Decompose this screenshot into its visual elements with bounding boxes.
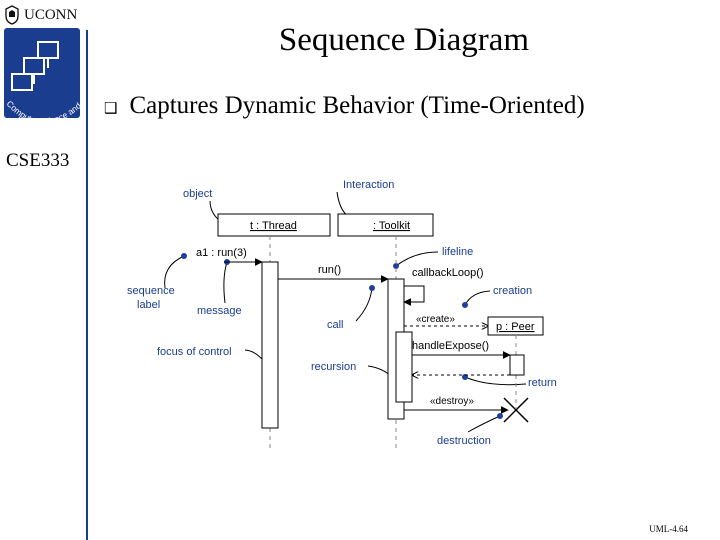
hollow-square-bullet-icon: ❑ [104, 99, 118, 117]
brand: UCONN [4, 4, 77, 26]
object-label-toolkit: : Toolkit [373, 220, 410, 232]
leader-message [223, 261, 228, 304]
message-create-label: «create» [416, 314, 455, 325]
cse-department-logo: Computer Science and Engineering [0, 28, 83, 126]
message-callback-label: callbackLoop() [412, 267, 484, 279]
dot-destruction [497, 413, 503, 419]
dot-call [369, 285, 375, 291]
callout-call: call [327, 319, 344, 331]
callout-recursion: recursion [311, 361, 356, 373]
slide-title: Sequence Diagram [278, 22, 530, 58]
message-run-label: run() [318, 264, 341, 276]
activation-toolkit-recursion [395, 331, 413, 403]
dot-sequence-label [181, 253, 187, 259]
network-squares-icon [11, 41, 59, 91]
leader-return [464, 376, 527, 386]
object-box-toolkit [337, 213, 434, 237]
bullet-text: Captures Dynamic Behavior (Time-Oriented… [129, 92, 585, 119]
sidebar-stripe [86, 30, 88, 540]
leader-destruction [467, 415, 501, 433]
brand-name: UCONN [24, 6, 78, 23]
message-handle-label: handleExpose() [412, 340, 489, 352]
dot-creation [462, 302, 468, 308]
callout-lifeline: lifeline [442, 246, 473, 258]
callout-destruction: destruction [437, 435, 491, 447]
leader-creation [464, 290, 491, 306]
message-a1-label: a1 : run(3) [196, 247, 247, 259]
activation-thread [261, 261, 279, 429]
activation-peer [509, 354, 525, 376]
sequence-diagram: Interaction object lifeline sequence lab… [127, 179, 557, 452]
message-callback-arrow [403, 285, 425, 306]
callout-creation: creation [493, 285, 532, 297]
callout-focus-of-control: focus of control [157, 346, 232, 358]
callout-interaction: Interaction [343, 179, 394, 191]
destruction-x-icon [503, 397, 529, 423]
object-label-thread: t : Thread [250, 220, 297, 232]
sidebar: UCONN Computer Science and Engineering C… [0, 0, 88, 540]
message-destroy-label: «destroy» [430, 396, 474, 407]
callout-message: message [197, 305, 242, 317]
callout-return: return [528, 377, 557, 389]
leader-sequence-label [164, 255, 185, 289]
bullet-item: ❑ Captures Dynamic Behavior (Time-Orient… [104, 92, 585, 120]
callout-object: object [183, 188, 212, 200]
leader-call [355, 287, 373, 322]
uconn-seal-icon [5, 5, 19, 25]
object-label-peer: p : Peer [496, 321, 535, 333]
object-box-thread [217, 213, 331, 237]
leader-lifeline [395, 251, 439, 267]
callout-sequence-label-line1: sequence [127, 285, 175, 297]
course-code: CSE333 [6, 150, 70, 171]
dot-lifeline [393, 263, 399, 269]
callout-sequence-label-line2: label [137, 299, 160, 311]
slide-number: UML-4.64 [649, 524, 688, 534]
